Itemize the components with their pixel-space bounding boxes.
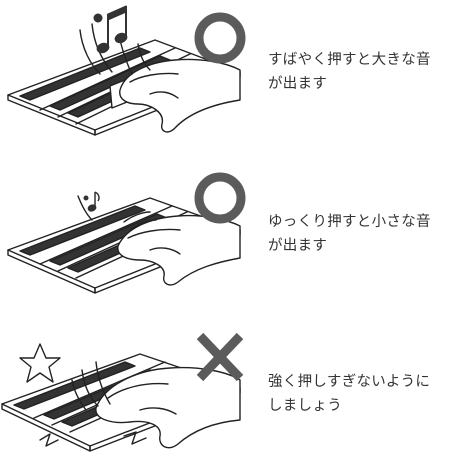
instruction-no-hard-press: 強く押しすぎないように しましょう bbox=[0, 322, 460, 462]
music-note-icon bbox=[93, 5, 128, 54]
piano-hand-illustration-hard bbox=[1, 332, 244, 452]
piano-hand-illustration-fast bbox=[7, 5, 246, 136]
caption-fast-press: すばやく押すと大きな音 が出ます bbox=[268, 48, 458, 96]
caption-line-1: ゆっくり押すと小さな音 bbox=[268, 214, 431, 230]
caption-no-hard-press: 強く押しすぎないように しましょう bbox=[268, 370, 458, 418]
piano-hand-illustration-slow bbox=[7, 172, 246, 294]
circle-icon bbox=[194, 12, 246, 64]
circle-icon bbox=[194, 172, 246, 224]
caption-line-2: が出ます bbox=[268, 76, 328, 92]
caption-line-2: が出ます bbox=[268, 238, 328, 254]
caption-slow-press: ゆっくり押すと小さな音 が出ます bbox=[268, 210, 458, 258]
instruction-slow-press: ゆっくり押すと小さな音 が出ます bbox=[0, 160, 460, 300]
instruction-fast-press: すばやく押すと大きな音 が出ます bbox=[0, 0, 460, 140]
caption-line-1: 強く押しすぎないように bbox=[268, 374, 431, 390]
music-note-icon bbox=[83, 191, 100, 212]
caption-line-1: すばやく押すと大きな音 bbox=[268, 52, 431, 68]
cross-icon bbox=[196, 332, 244, 382]
caption-line-2: しましょう bbox=[268, 398, 342, 414]
star-icon bbox=[19, 343, 61, 383]
